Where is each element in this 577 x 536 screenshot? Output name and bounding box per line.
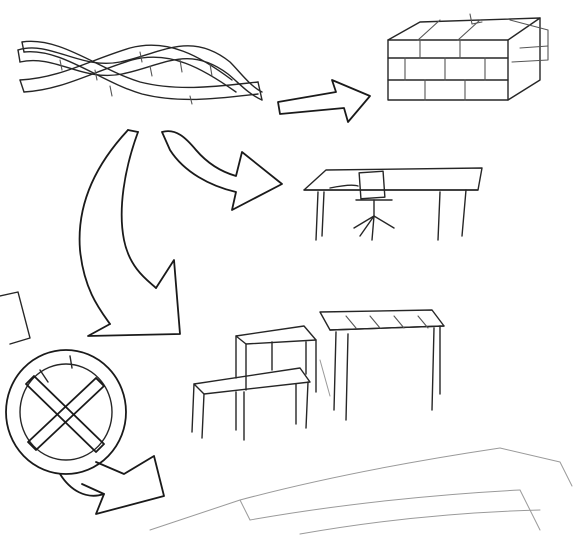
twisted-ribbon-bench [18, 41, 262, 104]
desk-with-office-chair [304, 168, 482, 240]
stepped-tables [192, 310, 444, 440]
brick-wall-blocks [388, 14, 548, 100]
faint-platform-slab [150, 448, 572, 534]
arrow-to-desk [162, 131, 282, 210]
arrow-out-of-prohibition [60, 456, 164, 514]
arrow-to-prohibition [80, 130, 180, 336]
arrow-ribbon-to-wall [278, 80, 370, 122]
